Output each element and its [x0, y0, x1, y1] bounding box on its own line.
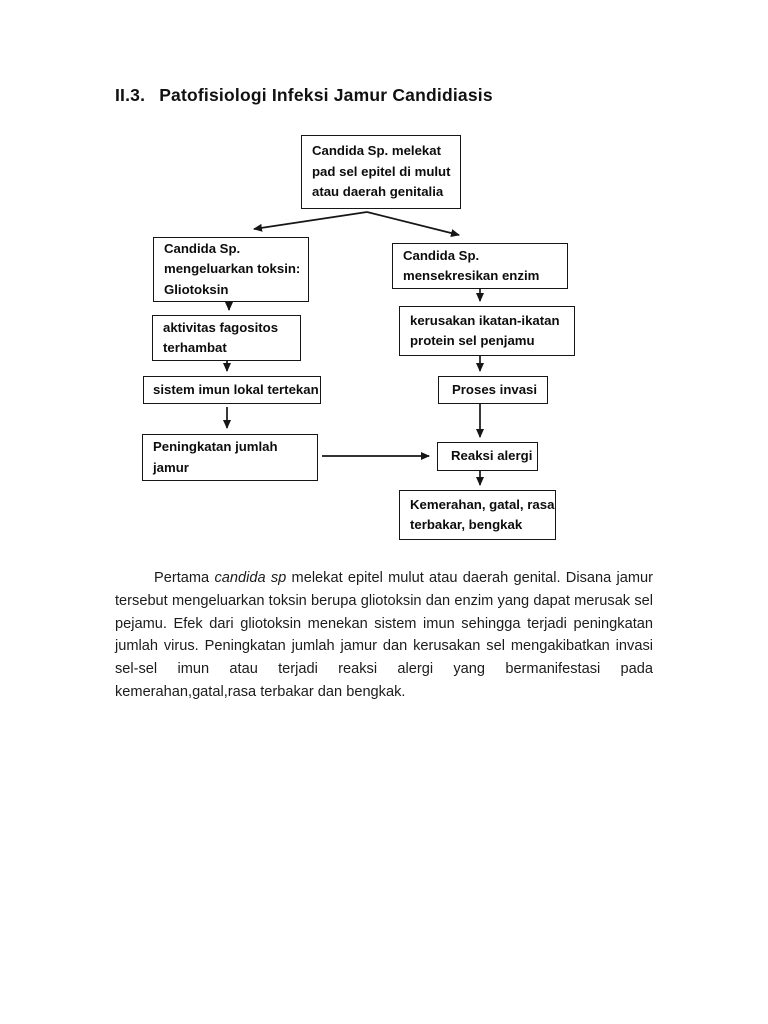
flowchart-box-mengeluarkan-toksin: Candida Sp. mengeluarkan toksin: Gliotok…	[153, 237, 309, 302]
flowchart-arrows	[223, 211, 484, 486]
paragraph-line-1: Pertama candida sp melekat epitel mulut …	[115, 567, 653, 590]
box-line: Kemerahan, gatal, rasa	[410, 496, 555, 512]
box-line: Peningkatan jumlah	[153, 439, 278, 454]
paragraph-line-6: kemerahan,gatal,rasa terbakar dan bengka…	[115, 683, 406, 700]
flowchart-box-mensekresikan-enzim: Candida Sp. mensekresikan enzim	[392, 243, 568, 289]
paragraph-line-2: tersebut mengeluarkan toksin berupa glio…	[115, 592, 653, 609]
flowchart-box-reaksi-alergi: Reaksi alergi	[437, 442, 538, 471]
box-line: jamur	[153, 459, 189, 475]
paragraph-text: melekat epitel mulut atau daerah genital…	[286, 570, 653, 586]
box-line: Gliotoksin	[164, 281, 229, 297]
box-line: Candida Sp. melekat	[312, 143, 441, 159]
section-number: II.3.	[115, 85, 146, 105]
box-line: terbakar, bengkak	[410, 517, 523, 532]
box-line: Reaksi alergi	[451, 448, 533, 464]
section-heading: II.3. Patofisiologi Infeksi Jamur Candidi…	[115, 85, 493, 106]
box-line: mensekresikan enzim	[403, 268, 540, 283]
flowchart-box-fagositos-terhambat: aktivitas fagositos terhambat	[152, 315, 301, 361]
box-line: mengeluarkan toksin:	[164, 261, 301, 277]
species-name-italic: candida sp	[214, 570, 287, 586]
paragraph-line-4: jumlah virus. Peningkatan jumlah jamur d…	[115, 638, 653, 655]
box-line: Proses invasi	[452, 381, 538, 397]
box-line: kerusakan ikatan-ikatan	[410, 312, 560, 328]
box-line: atau daerah genitalia	[312, 184, 444, 200]
paragraph-line-5: sel-sel imun atau terjadi reaksi alergi …	[115, 661, 653, 678]
section-title: Patofisiologi Infeksi Jamur Candidiasis	[159, 85, 493, 105]
box-line: Candida Sp.	[164, 240, 241, 256]
box-line: Candida Sp.	[403, 247, 480, 263]
box-line: sistem imun lokal tertekan	[153, 381, 319, 397]
paragraph-line-3: pejamu. Efek dari gliotoksin menekan sis…	[115, 615, 653, 632]
flowchart-box-peningkatan-jamur: Peningkatan jumlah jamur	[142, 434, 318, 481]
box-line: pad sel epitel di mulut	[312, 163, 451, 179]
paragraph-text: Pertama	[154, 570, 215, 586]
flowchart: Candida Sp. melekat pad sel epitel di mu…	[142, 135, 575, 540]
flowchart-box-imun-tertekan: sistem imun lokal tertekan	[143, 376, 321, 404]
box-line: aktivitas fagositos	[163, 319, 279, 335]
flowchart-box-kerusakan-protein: kerusakan ikatan-ikatan protein sel penj…	[399, 306, 575, 356]
flowchart-box-candida-melekat: Candida Sp. melekat pad sel epitel di mu…	[301, 135, 461, 209]
flowchart-box-proses-invasi: Proses invasi	[438, 376, 548, 404]
box-line: protein sel penjamu	[410, 333, 535, 348]
arrow-top-to-right-branch	[366, 211, 460, 237]
body-paragraph: Pertama candida sp melekat epitel mulut …	[115, 567, 653, 704]
flowchart-box-kemerahan-gatal: Kemerahan, gatal, rasa terbakar, bengkak	[399, 490, 556, 540]
box-line: terhambat	[163, 340, 227, 355]
arrow-top-to-left-branch	[253, 211, 368, 232]
